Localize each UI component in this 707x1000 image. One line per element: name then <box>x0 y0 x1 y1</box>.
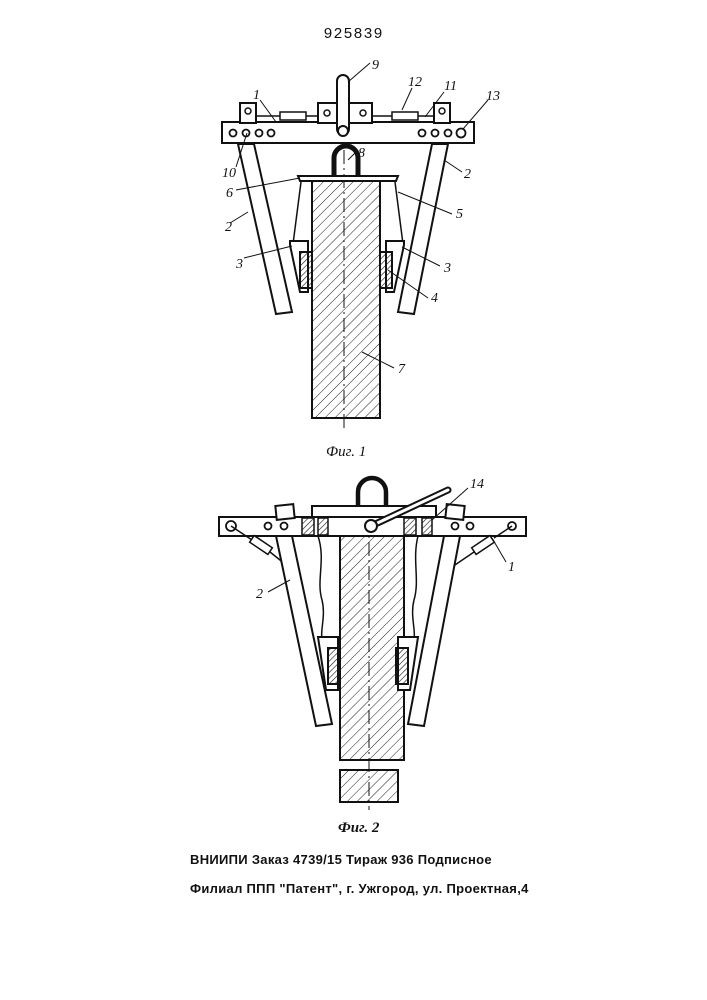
fig1-label-11: 11 <box>444 79 457 94</box>
fig2-shackle <box>358 478 386 506</box>
fig1-pad-4-right <box>380 252 392 288</box>
fig1-link-pin <box>338 126 348 136</box>
fig2-lever-pin <box>365 520 377 532</box>
fig2-sling-right <box>413 536 418 640</box>
fig2-pad-left <box>328 648 340 684</box>
fig1-label-6: 6 <box>226 186 233 201</box>
fig1-label-13: 13 <box>486 89 500 104</box>
fig2-spring-left <box>250 536 273 555</box>
fig1-label-2-left: 2 <box>225 220 232 235</box>
fig2-load-column <box>340 535 404 760</box>
fig1-sling-5-right <box>395 182 403 244</box>
fig1-caption: Фиг. 1 <box>326 444 366 460</box>
fig2-caption: Фиг. 2 <box>338 820 380 836</box>
figure-1: 1 2 2 3 3 4 5 6 7 8 9 10 11 12 13 Фиг. 1 <box>222 58 500 460</box>
fig2-sling-left <box>318 536 323 640</box>
fig2-label-14: 14 <box>470 477 484 492</box>
figure-2: 14 2 1 Фиг. 2 <box>219 477 526 836</box>
fig1-label-3-right: 3 <box>443 261 451 276</box>
imprint-line-1: ВНИИПИ Заказ 4739/15 Тираж 936 Подписное <box>190 852 492 867</box>
fig1-load-7 <box>312 178 380 418</box>
fig1-cap-plate-6 <box>298 176 398 181</box>
fig1-label-2-right: 2 <box>464 167 471 182</box>
fig1-label-1: 1 <box>253 88 260 103</box>
fig1-turnbuckle-12 <box>392 112 418 120</box>
fig1-lug-right <box>434 103 450 123</box>
fig1-lever-2-right <box>398 144 448 314</box>
fig1-label-7: 7 <box>398 362 406 377</box>
fig1-label-5: 5 <box>456 207 463 222</box>
fig1-label-10: 10 <box>222 166 236 181</box>
imprint-line-2: Филиал ППП "Патент", г. Ужгород, ул. Про… <box>190 881 529 896</box>
fig1-pad-left <box>300 252 312 288</box>
fig2-lug-left <box>275 504 294 520</box>
fig2-label-1: 1 <box>508 560 515 575</box>
fig1-sling-5-left <box>293 182 301 244</box>
fig1-label-12: 12 <box>408 75 422 90</box>
fig2-lever-2-left <box>276 536 332 726</box>
fig1-shackle-8 <box>334 146 358 175</box>
fig1-turnbuckle-left <box>280 112 306 120</box>
fig2-lug-right <box>445 504 464 520</box>
fig1-lug-left <box>240 103 256 123</box>
fig2-label-2: 2 <box>256 587 263 602</box>
fig1-label-9: 9 <box>372 58 379 73</box>
fig2-pad-right <box>396 648 408 684</box>
fig1-label-3-left: 3 <box>235 257 243 272</box>
fig1-lever-2-left <box>238 144 292 314</box>
fig1-label-8: 8 <box>358 146 365 161</box>
fig2-spring-right <box>472 536 495 555</box>
fig1-label-4: 4 <box>431 291 438 306</box>
